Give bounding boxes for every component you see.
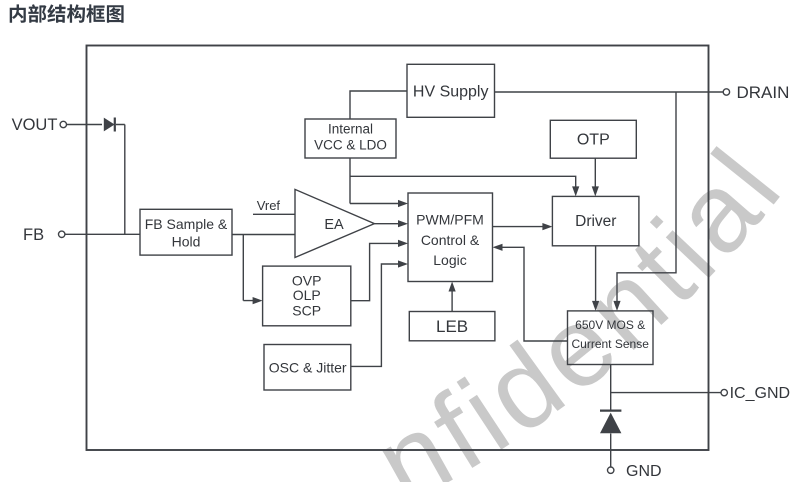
svg-text:PWM/PFM: PWM/PFM	[416, 211, 484, 227]
svg-text:Hold: Hold	[172, 234, 201, 250]
svg-text:OLP: OLP	[293, 287, 321, 303]
svg-text:VCC & LDO: VCC & LDO	[314, 137, 387, 152]
svg-text:Driver: Driver	[575, 213, 616, 230]
svg-text:IC_GND: IC_GND	[730, 385, 790, 402]
svg-text:DRAIN: DRAIN	[737, 83, 790, 102]
svg-text:OTP: OTP	[577, 131, 610, 148]
svg-text:Control &: Control &	[421, 232, 480, 248]
svg-text:Current Sense: Current Sense	[572, 337, 650, 351]
svg-text:SCP: SCP	[292, 302, 321, 318]
svg-text:GND: GND	[626, 463, 662, 480]
svg-text:Logic: Logic	[433, 252, 466, 268]
svg-text:VOUT: VOUT	[12, 116, 58, 134]
svg-text:FB Sample &: FB Sample &	[145, 216, 228, 232]
svg-text:OVP: OVP	[292, 272, 322, 288]
svg-text:OSC & Jitter: OSC & Jitter	[269, 360, 347, 376]
svg-text:Vref: Vref	[257, 198, 281, 213]
svg-text:HV Supply: HV Supply	[413, 83, 489, 100]
svg-text:FB: FB	[23, 226, 44, 244]
svg-text:650V MOS &: 650V MOS &	[575, 318, 645, 332]
svg-text:LEB: LEB	[436, 317, 468, 336]
svg-text:EA: EA	[324, 217, 344, 233]
svg-text:Internal: Internal	[328, 121, 373, 136]
